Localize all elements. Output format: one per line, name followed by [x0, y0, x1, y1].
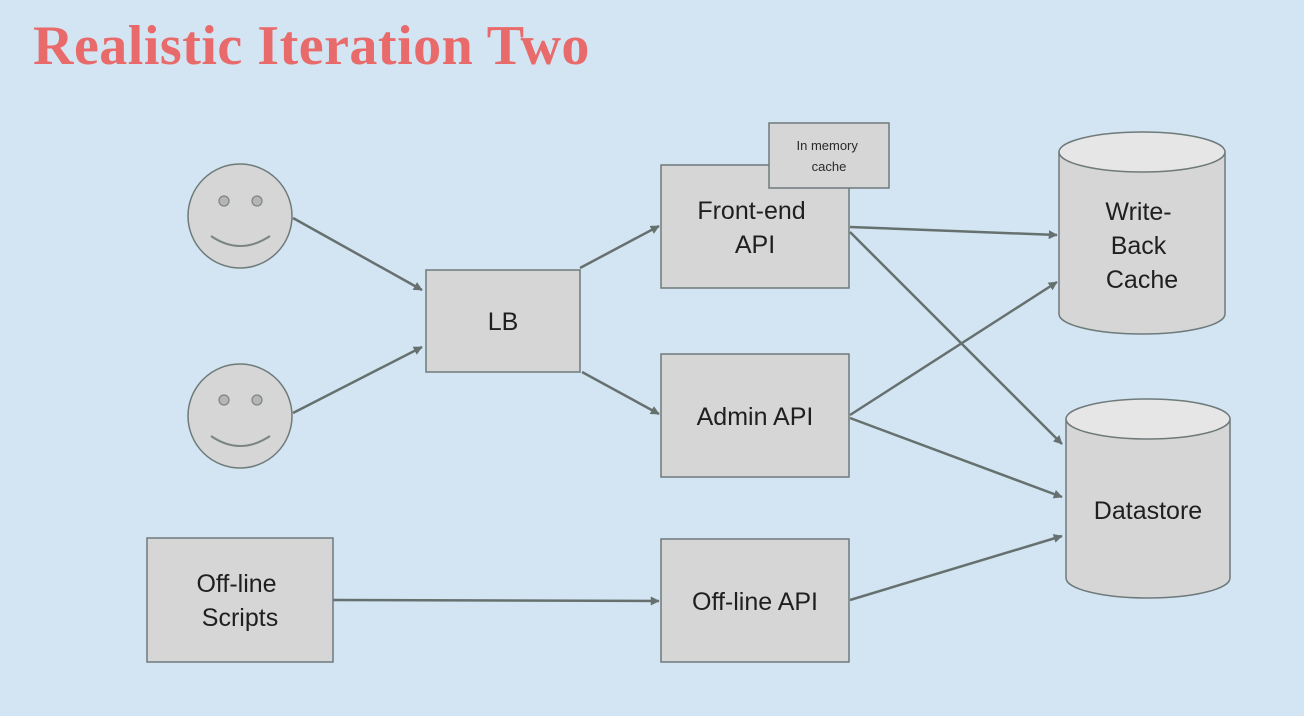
- admin-api-node: Admin API: [660, 353, 850, 478]
- offline-api-node: Off-line API: [660, 538, 850, 663]
- frontend-api-label: Front-end API: [697, 197, 812, 259]
- edge-frontend-to-datastore: [849, 231, 1063, 445]
- edge-offline-api-to-datastore: [849, 534, 1063, 602]
- edge-admin-to-datastore: [849, 416, 1063, 499]
- offline-scripts-node: Off-line Scripts: [146, 537, 334, 663]
- user-icon: [187, 163, 293, 269]
- edges: [292, 216, 1063, 606]
- lb-node: LB: [425, 269, 581, 373]
- user-icon: [187, 363, 293, 469]
- edge-user1-to-lb: [292, 216, 423, 292]
- slide-title: Realistic Iteration Two: [33, 15, 590, 77]
- edge-lb-to-admin: [581, 370, 660, 416]
- datastore-label: Datastore: [1094, 497, 1202, 525]
- write-back-cache-node: Write- Back Cache: [1058, 131, 1226, 335]
- lb-label: LB: [488, 308, 519, 336]
- edge-frontend-to-cache: [849, 225, 1058, 240]
- write-back-cache-label: Write- Back Cache: [1105, 198, 1178, 294]
- edge-lb-to-frontend: [579, 224, 660, 270]
- edge-scripts-to-offline-api: [332, 596, 660, 606]
- offline-scripts-label: Off-line Scripts: [196, 570, 283, 632]
- edge-user2-to-lb: [292, 345, 423, 415]
- in-memory-cache-node: In memory cache: [768, 122, 890, 189]
- offline-api-label: Off-line API: [692, 588, 818, 616]
- edge-admin-to-cache: [849, 280, 1058, 417]
- datastore-node: Datastore: [1065, 398, 1231, 599]
- admin-api-label: Admin API: [697, 403, 814, 431]
- in-memory-cache-label: In memory cache: [796, 138, 861, 174]
